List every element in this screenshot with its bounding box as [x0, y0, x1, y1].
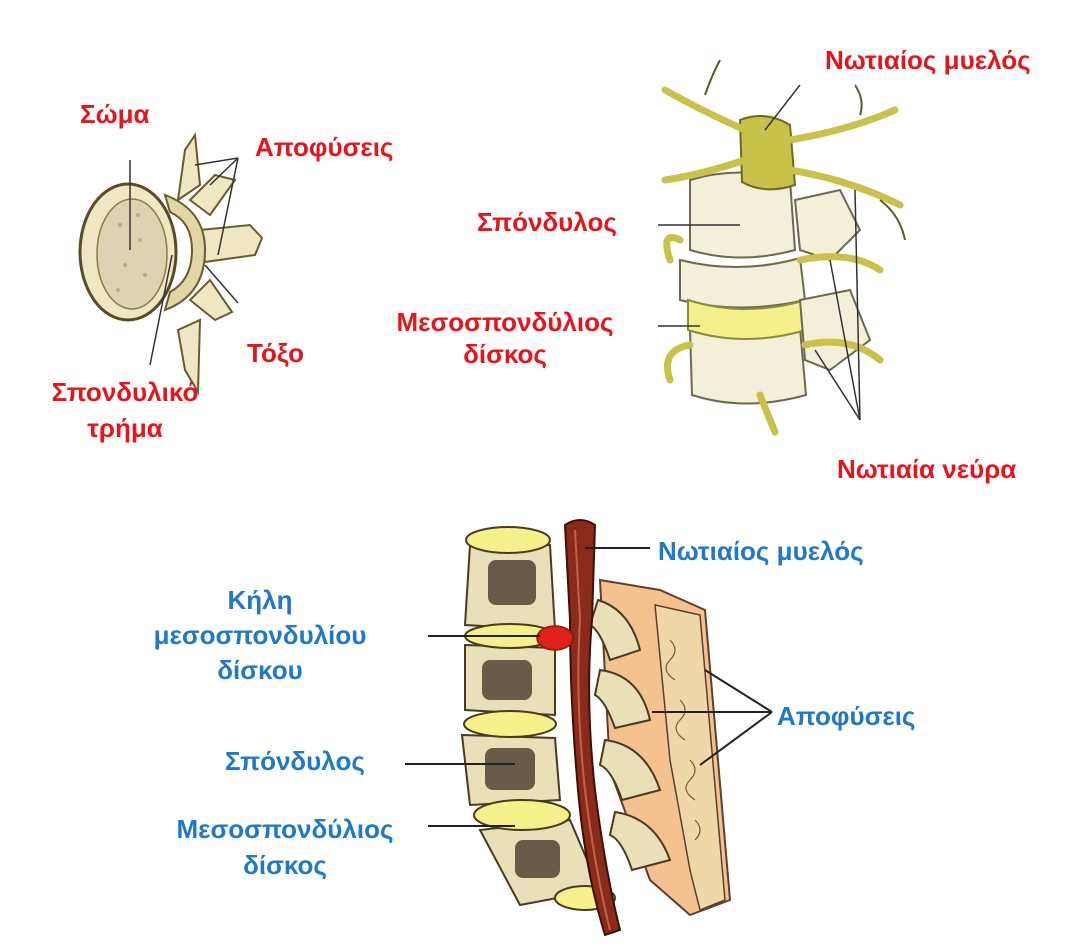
label-disc-bottom-line1: Μεσοσπονδύλιος: [140, 814, 430, 844]
label-spondylos-top: Σπόνδυλος: [477, 207, 617, 237]
label-kili-line2: μεσοσπονδυλίου: [125, 620, 395, 650]
label-spondylos-bottom: Σπόνδυλος: [225, 746, 365, 776]
label-toxo: Τόξο: [247, 338, 304, 368]
label-notiaios-myelos-top: Νωτιαίος μυελός: [825, 45, 1031, 75]
label-disc-line2: δίσκος: [370, 339, 640, 369]
label-mesospondylios-diskos-top: Μεσοσπονδύλιος δίσκος: [370, 307, 640, 369]
label-kili-line3: δίσκου: [125, 655, 395, 685]
label-notiaios-myelos-bottom: Νωτιαίος μυελός: [658, 536, 864, 566]
label-apofyseis-top: Αποφύσεις: [255, 132, 393, 162]
spinal-segment-illustration: [658, 60, 905, 432]
label-trima-line2: τρήμα: [35, 413, 215, 443]
label-kili-mesospondyliou-diskou: Κήλη μεσοσπονδυλίου δίσκου: [125, 585, 395, 685]
label-trima-line1: Σπονδυλικό: [35, 377, 215, 407]
label-spondyliko-trima: Σπονδυλικό τρήμα: [35, 377, 215, 443]
label-mesospondylios-diskos-bottom: Μεσοσπονδύλιος δίσκος: [140, 814, 430, 880]
label-soma: Σώμα: [80, 99, 149, 129]
sagittal-section-illustration: [405, 520, 772, 935]
label-disc-line1: Μεσοσπονδύλιος: [370, 307, 640, 337]
vertebra-top-view-illustration: [80, 135, 262, 392]
label-notiaia-neyra: Νωτιαία νεύρα: [837, 454, 1016, 484]
label-apofyseis-bottom: Αποφύσεις: [777, 701, 915, 731]
label-disc-bottom-line2: δίσκος: [140, 850, 430, 880]
label-kili-line1: Κήλη: [125, 585, 395, 615]
